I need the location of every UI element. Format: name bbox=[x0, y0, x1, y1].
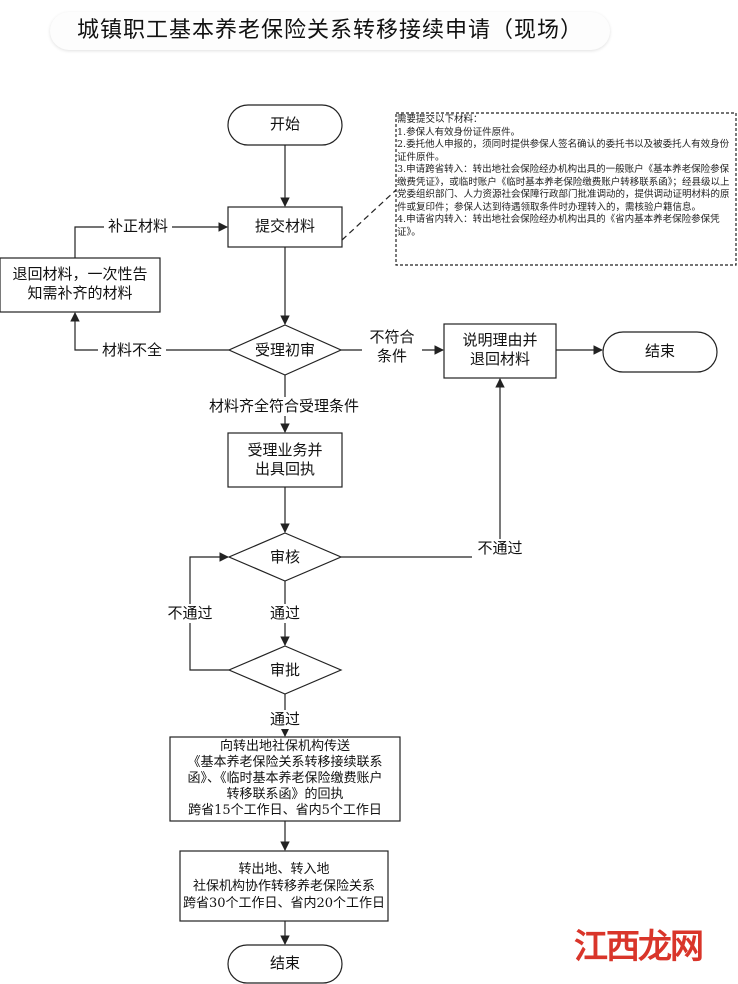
audit-label: 审核 bbox=[269, 548, 300, 566]
edge-label-pass-1: 通过 bbox=[262, 604, 308, 623]
materials-note: 需要提交以下材料： 1.参保人有效身份证件原件。 2.委托他人申报的，须同时提供… bbox=[397, 114, 730, 238]
end-label-1: 结束 bbox=[644, 342, 675, 360]
end-terminal-1 bbox=[602, 331, 718, 373]
site-watermark: 江西龙网 bbox=[574, 927, 704, 967]
approve-label: 审批 bbox=[269, 661, 300, 679]
return-materials-label: 退回材料，一次性告 知需补齐的材料 bbox=[12, 265, 148, 302]
page-title: 城镇职工基本养老保险关系转移接续申请（现场） bbox=[50, 12, 610, 50]
send-box bbox=[169, 736, 401, 822]
explain-label: 说明理由并 退回材料 bbox=[462, 331, 538, 368]
edge-label-supplement: 补正材料 bbox=[104, 217, 172, 236]
explain-box bbox=[443, 323, 557, 379]
accept-label: 受理业务并 出具回执 bbox=[247, 441, 323, 478]
submit-label: 提交材料 bbox=[254, 217, 315, 235]
start-label: 开始 bbox=[269, 115, 300, 133]
accept-box bbox=[227, 432, 343, 488]
edge-label-complete: 材料齐全符合受理条件 bbox=[198, 397, 370, 416]
edge-label-fail-right: 不通过 bbox=[472, 539, 528, 558]
transfer-label: 转出地、转入地 社保机构协作转移养老保险关系 跨省30个工作日、省内20个工作日 bbox=[182, 862, 386, 911]
transfer-box bbox=[179, 850, 389, 922]
review-label: 受理初审 bbox=[254, 341, 315, 359]
end-terminal-2 bbox=[227, 944, 343, 984]
return-materials-box bbox=[0, 257, 161, 313]
edge-label-not-meet: 不符合 条件 bbox=[362, 328, 422, 366]
edge-label-incomplete: 材料不全 bbox=[98, 341, 166, 360]
edge-label-pass-2: 通过 bbox=[262, 710, 308, 729]
edge-label-fail-left: 不通过 bbox=[162, 604, 218, 623]
submit-box bbox=[227, 206, 343, 248]
send-label: 向转出地社保机构传送 《基本养老保险关系转移接续联系 函》、《临时基本养老保险缴… bbox=[187, 739, 383, 818]
end-label-2: 结束 bbox=[269, 954, 300, 972]
note-box bbox=[395, 112, 737, 266]
